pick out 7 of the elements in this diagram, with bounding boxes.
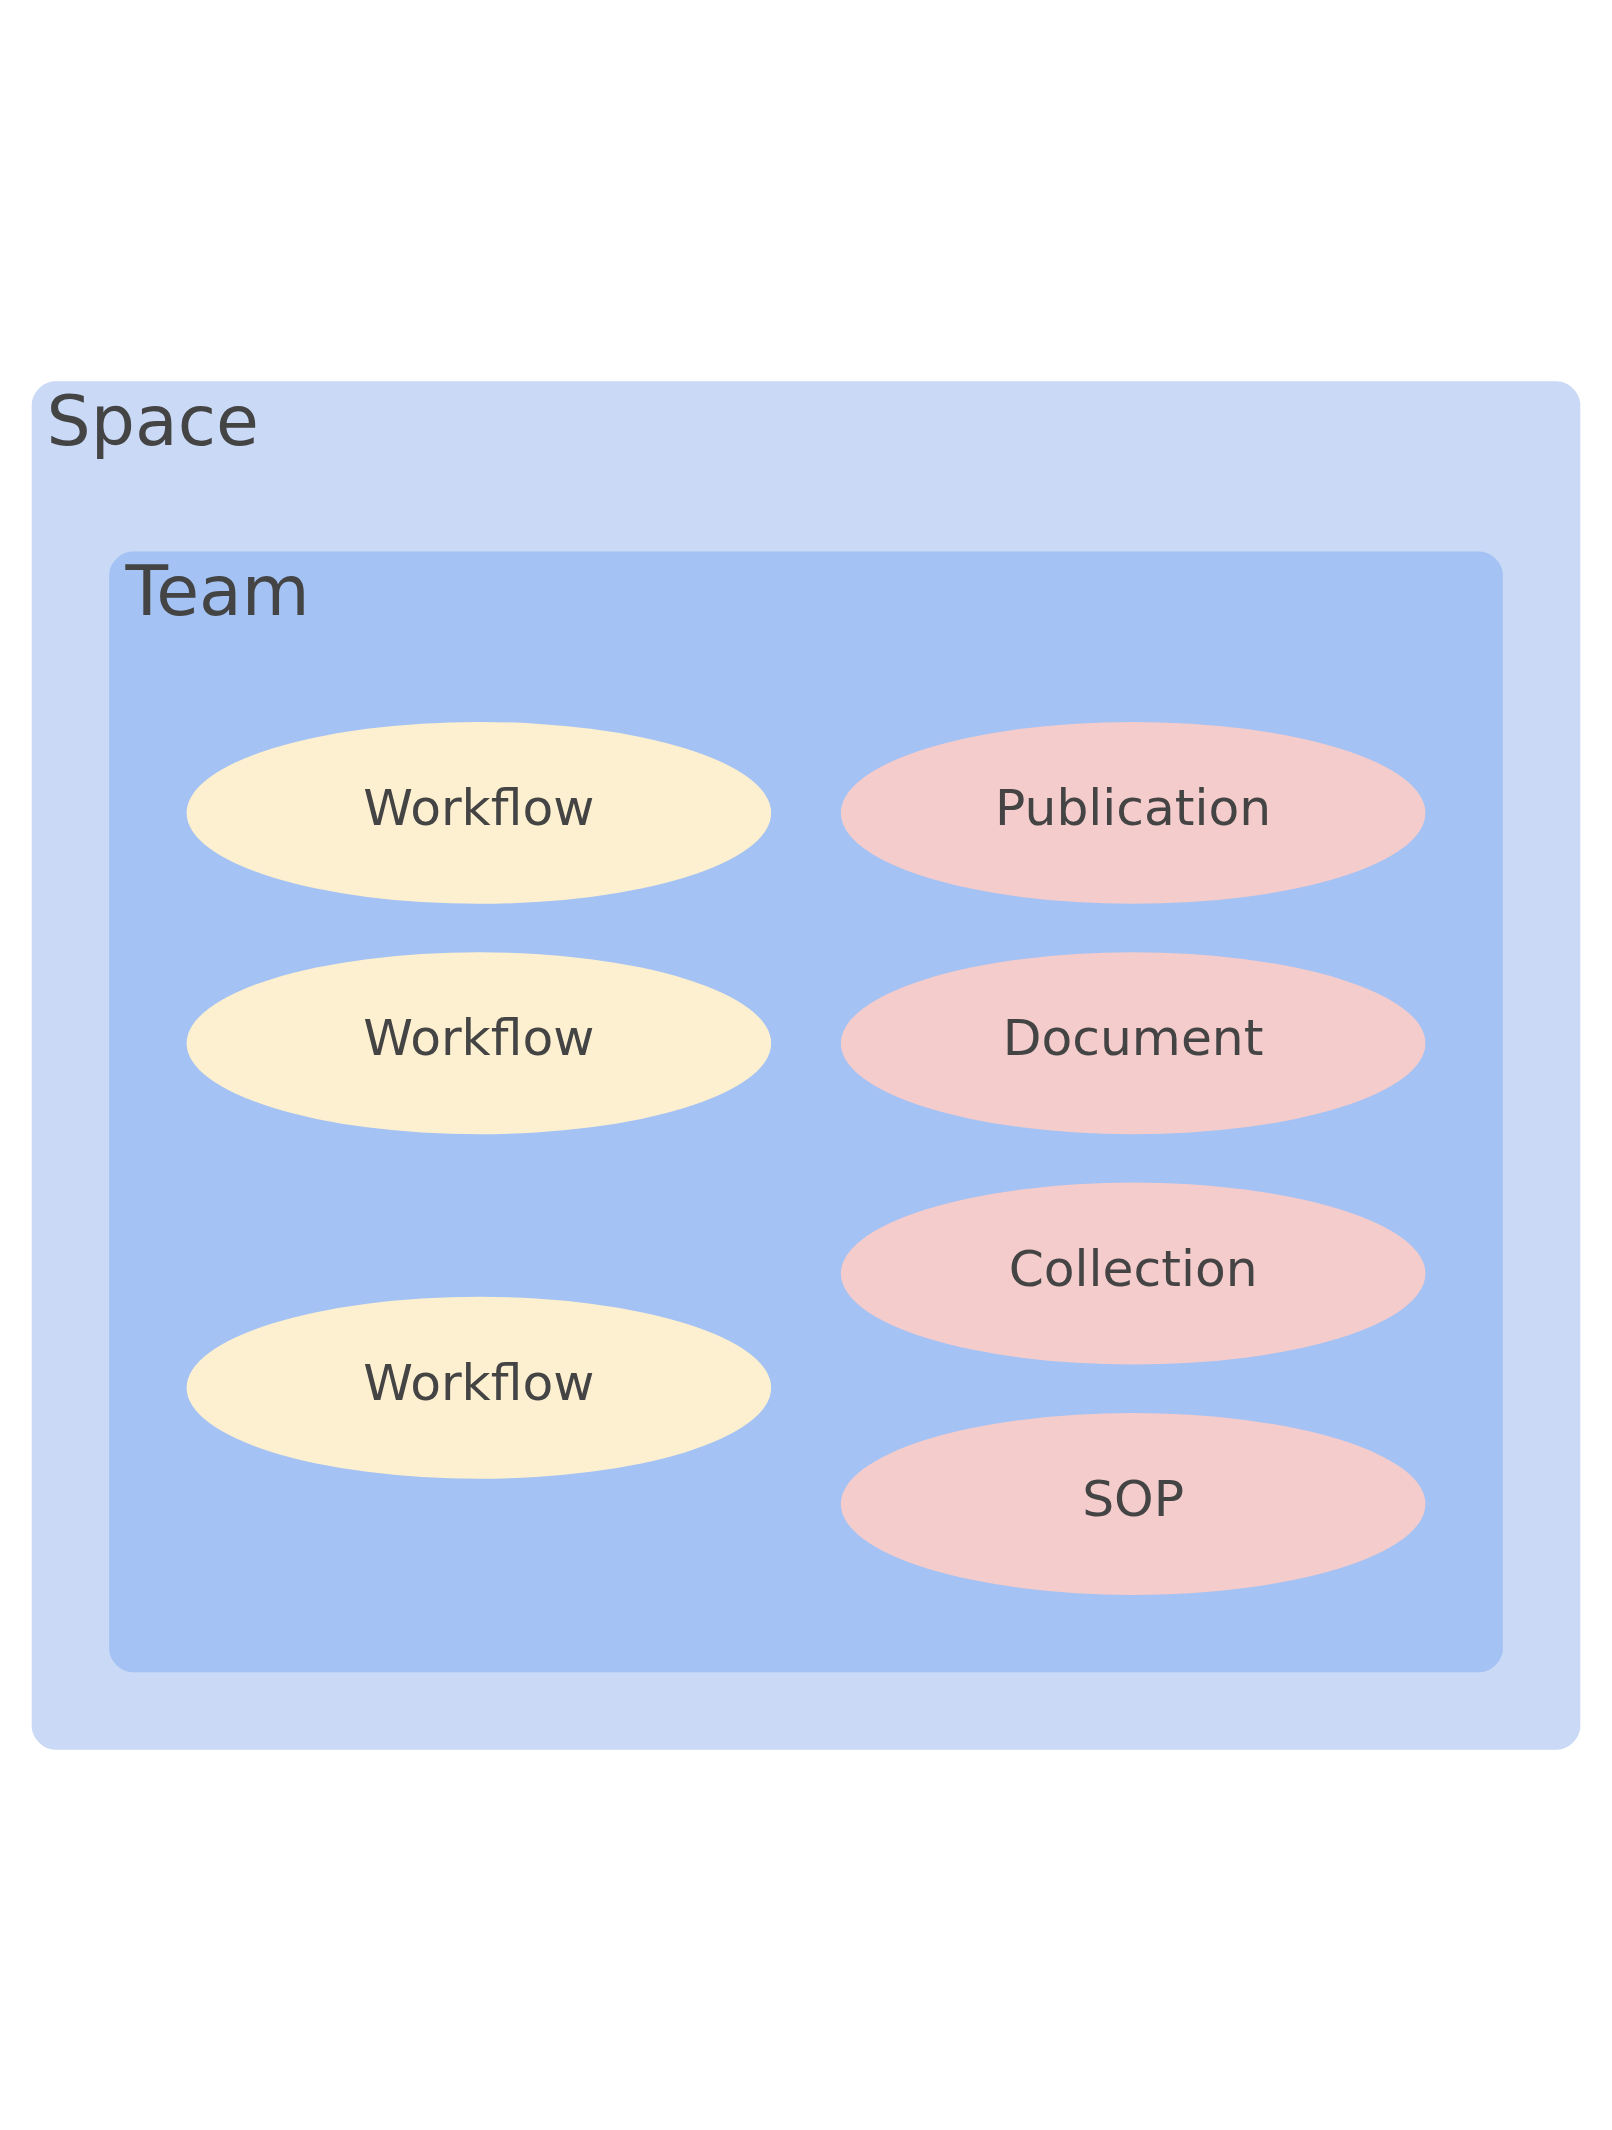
node-ellipse: Workflow [186,951,772,1134]
node-ellipse: Publication [840,721,1426,904]
node-ellipse: Document [840,951,1426,1134]
node-ellipse: Workflow [186,1296,772,1479]
node-ellipse: Collection [840,1182,1426,1365]
node-ellipse: SOP [840,1412,1426,1595]
node-ellipse: Workflow [186,721,772,904]
